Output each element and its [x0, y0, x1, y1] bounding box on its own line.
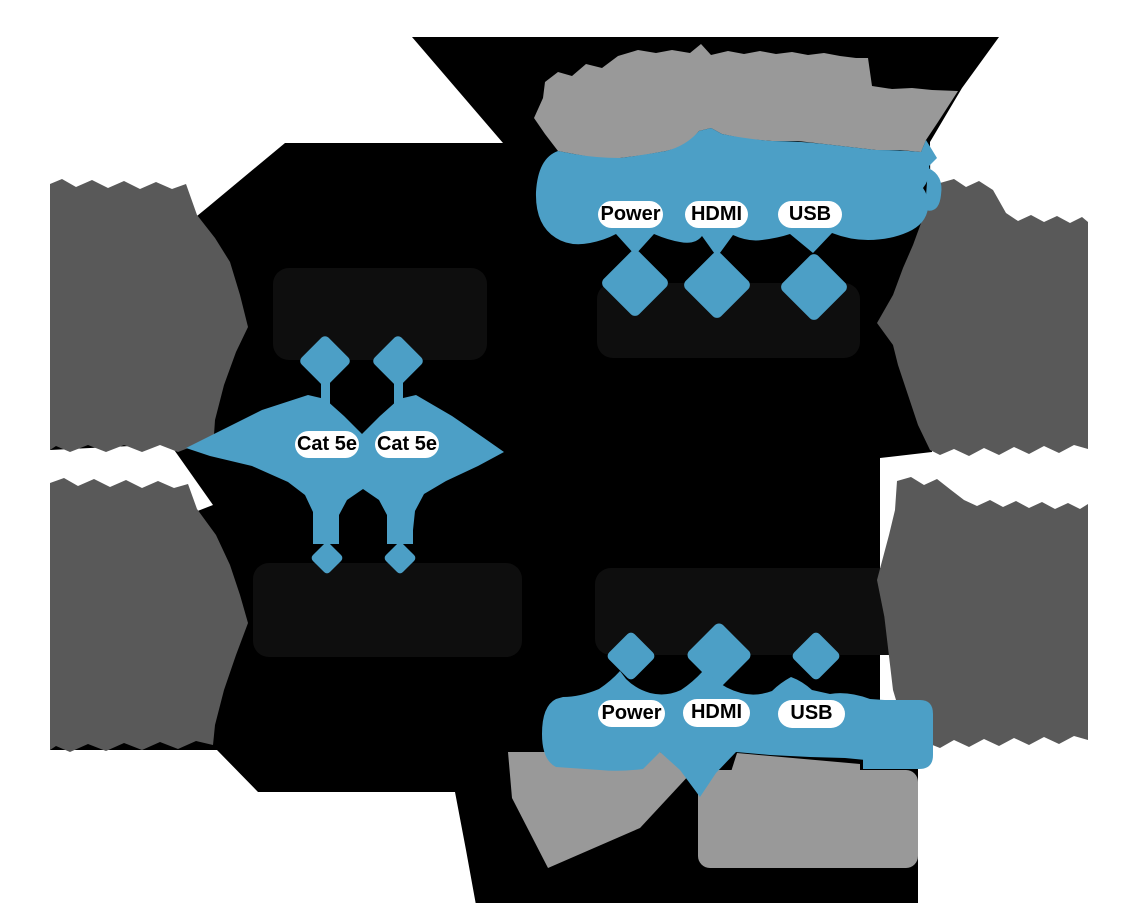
cable-label-cat5e-left: Cat 5e	[295, 431, 359, 458]
white-top-band	[0, 0, 1140, 37]
white-left-margin	[0, 184, 50, 754]
cable-label-cat5e-right: Cat 5e	[375, 431, 439, 458]
computer-silhouette-bottom	[698, 770, 918, 868]
cable-diamond-bottom-right	[384, 542, 416, 574]
cable-stem-left-up	[321, 372, 330, 404]
cable-stem-right-up	[394, 372, 403, 404]
white-top-left-region	[0, 37, 503, 216]
transmitter-box-bottom	[253, 563, 522, 657]
connector-diamond-top-power	[602, 250, 668, 316]
transmitter-unit-bottom-right-end	[863, 700, 933, 769]
receiver-box-bottom	[595, 568, 945, 655]
device-silhouettes-dark	[50, 179, 1088, 752]
port-label-usb-top: USB	[778, 201, 842, 228]
connector-diamond-bottom-power	[607, 632, 655, 680]
port-label-power-top: Power	[598, 201, 663, 228]
white-bottom-margin	[0, 903, 1140, 917]
connector-diamond-top-usb	[781, 254, 847, 320]
right-device-silhouette-bottom	[877, 477, 1088, 750]
connector-diamond-bottom-hdmi	[687, 623, 751, 687]
port-label-hdmi-bottom: HDMI	[683, 699, 750, 727]
desk-silhouettes	[508, 752, 918, 868]
white-bottom-left-region	[0, 750, 476, 905]
cable-diamond-top-right	[373, 336, 423, 386]
port-label-hdmi-top: HDMI	[685, 201, 748, 228]
receiver-unit-top-right-nub	[925, 168, 942, 211]
tv-silhouette	[534, 44, 958, 158]
keyboard-silhouette-left	[508, 752, 692, 868]
connector-diamond-top-hdmi	[684, 252, 750, 318]
transmitter-box-top	[273, 268, 487, 360]
port-label-usb-bottom: USB	[778, 700, 845, 728]
right-device-silhouette-top	[877, 179, 1088, 456]
cable-diamond-top-left	[300, 336, 350, 386]
cable-diamond-bottom-left	[311, 542, 343, 574]
desk-piece-right	[730, 753, 860, 775]
left-device-silhouette-top	[50, 179, 248, 452]
left-device-silhouette-bottom	[50, 478, 248, 752]
port-label-power-bottom: Power	[598, 700, 665, 727]
connector-diamond-bottom-usb	[792, 632, 840, 680]
